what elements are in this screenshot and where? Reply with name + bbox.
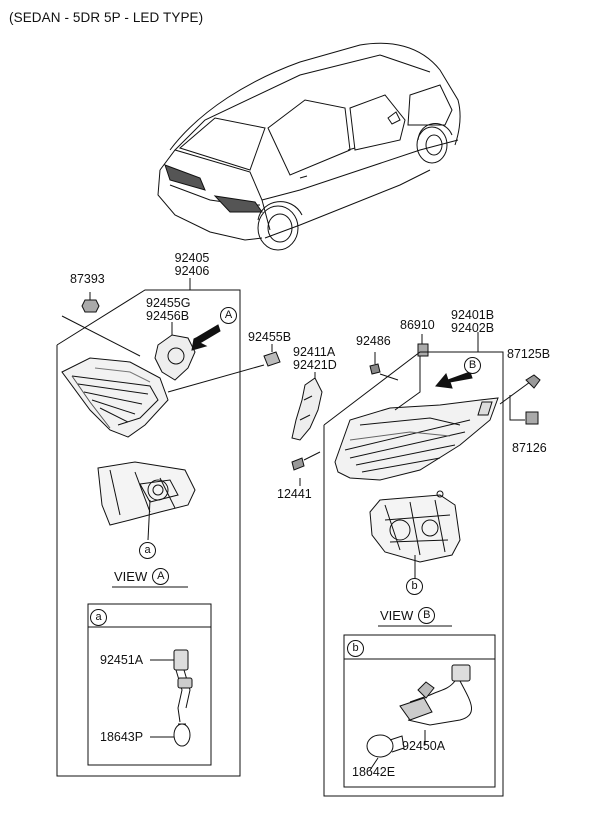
label-92406: 92406 — [174, 264, 210, 278]
label-92486: 92486 — [356, 334, 391, 348]
label-92405: 92405 — [174, 251, 210, 265]
inner-tail-lamp-assy — [61, 357, 169, 438]
label-92421D: 92421D — [293, 358, 337, 372]
label-92450A: 92450A — [402, 739, 446, 753]
label-92401B: 92401B — [451, 308, 495, 322]
callout-a: a — [139, 542, 156, 559]
callout-A: A — [220, 307, 237, 324]
view-a-word: VIEW — [114, 569, 148, 584]
diagram-title: (SEDAN - 5DR 5P - LED TYPE) — [9, 10, 204, 25]
view-b-caption: VIEW B — [380, 607, 436, 624]
center-parts — [291, 334, 429, 486]
view-a-circle: A — [152, 568, 170, 585]
detail-b-header-circle: b — [347, 640, 364, 657]
car-illustration — [157, 42, 461, 251]
callout-b: b — [406, 578, 423, 595]
label-92411A: 92411A — [293, 345, 336, 359]
label-87126: 87126 — [512, 441, 547, 455]
label-12441: 12441 — [277, 487, 312, 501]
left-group — [56, 278, 281, 777]
outer-lamp-back-view — [369, 490, 461, 578]
label-18643P: 18643P — [100, 730, 144, 744]
label-92402B: 92402B — [451, 321, 495, 335]
outer-tail-lamp-assy — [334, 397, 499, 481]
right-group — [323, 332, 541, 797]
detail-box-a — [87, 603, 212, 766]
detail-box-b — [343, 634, 496, 788]
callout-B: B — [464, 357, 481, 374]
view-a-caption: VIEW A — [114, 568, 170, 585]
label-18642E: 18642E — [352, 765, 396, 779]
label-92451A: 92451A — [100, 653, 144, 667]
label-86910: 86910 — [400, 318, 435, 332]
label-92455B: 92455B — [248, 330, 292, 344]
detail-a-header-circle: a — [90, 609, 107, 626]
label-87393: 87393 — [70, 272, 105, 286]
label-92455G: 92455G — [146, 296, 191, 310]
inner-lamp-back-view — [97, 461, 196, 541]
label-87125B: 87125B — [507, 347, 551, 361]
view-b-word: VIEW — [380, 608, 414, 623]
view-b-circle: B — [418, 607, 436, 624]
label-92456B: 92456B — [146, 309, 190, 323]
